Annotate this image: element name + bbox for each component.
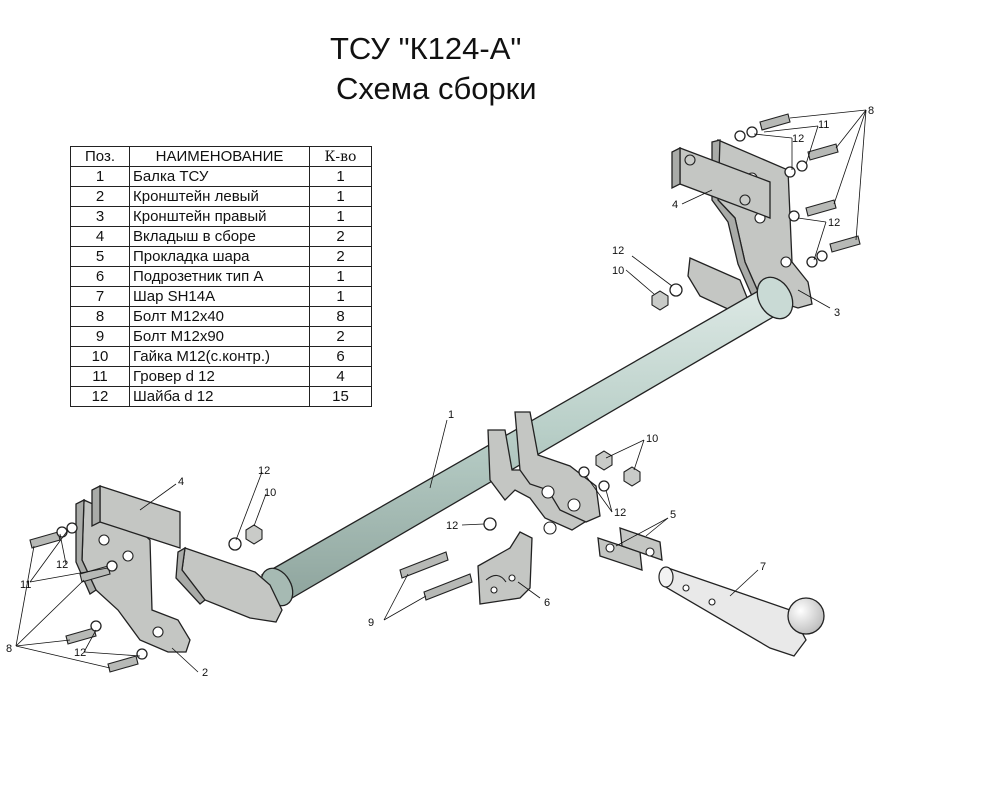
washer-center [483,517,497,531]
callout-washer-center-right: 12 [614,507,626,519]
callout-bolt-m12x90: 9 [368,617,374,629]
hitch-bracket [487,411,601,535]
socket-plate [477,531,533,605]
callout-nut-center: 10 [646,433,658,445]
row-name: Кронштейн левый [129,186,310,207]
row-name: Шайба d 12 [129,386,310,407]
callout-washer-right-nut: 12 [612,245,624,257]
callout-socket-plate: 6 [544,597,550,609]
callout-washer-left-top: 12 [56,559,68,571]
callout-grover-left: 11 [20,579,31,591]
callout-insert-right: 4 [672,199,678,211]
callout-insert-left: 4 [178,476,184,488]
callout-bolt-left: 8 [6,643,12,655]
parts-table-header-row: Поз. НАИМЕНОВАНИЕ К-во [70,146,372,167]
ball-spacers [597,527,663,571]
bolts-left [29,522,148,673]
header-pos: Поз. [70,146,130,167]
row-name: Подрозетник тип А [129,266,310,287]
bracket-left [75,498,191,653]
insert-right [671,146,771,219]
callout-washer-center: 12 [446,520,458,532]
bolts-m12x90 [399,551,473,601]
tow-ball [658,566,825,657]
row-name: Вкладыш в сборе [129,226,310,247]
callout-grover-right: 11 [818,119,829,131]
leader-lines [15,109,867,673]
callout-nut-left: 10 [264,487,276,499]
callout-beam: 1 [448,409,454,421]
beam-end-plate-left [175,546,283,623]
callout-ball: 7 [760,561,766,573]
drawing-subtitle: Схема сборки [336,71,537,106]
callout-labels: 1 2 3 4 4 5 6 7 8 8 9 10 10 10 11 11 12 … [6,105,874,679]
nuts-center [578,450,641,492]
callout-bracket-right: 3 [834,307,840,319]
callout-spacer: 5 [670,509,676,521]
insert-left [91,484,181,549]
row-name: Гайка М12(с.контр.) [129,346,310,367]
callout-nut-right: 10 [612,265,624,277]
row-name: Болт М12х90 [129,326,310,347]
nut-right [651,283,683,311]
callout-washer-left-nut: 12 [258,465,270,477]
row-qty: 2 [309,246,372,267]
bolts-right [734,113,861,268]
drawing-title: ТСУ "К124-А" [330,31,522,66]
row-qty: 15 [309,386,372,407]
row-pos: 11 [70,366,130,387]
row-name: Прокладка шара [129,246,310,267]
callout-bracket-left: 2 [202,667,208,679]
callout-washer-right-top: 12 [792,133,804,145]
callout-washer-right-bottom: 12 [828,217,840,229]
nut-left [228,524,263,551]
callout-washer-left-bottom: 12 [74,647,86,659]
callout-bolt-right: 8 [868,105,874,117]
